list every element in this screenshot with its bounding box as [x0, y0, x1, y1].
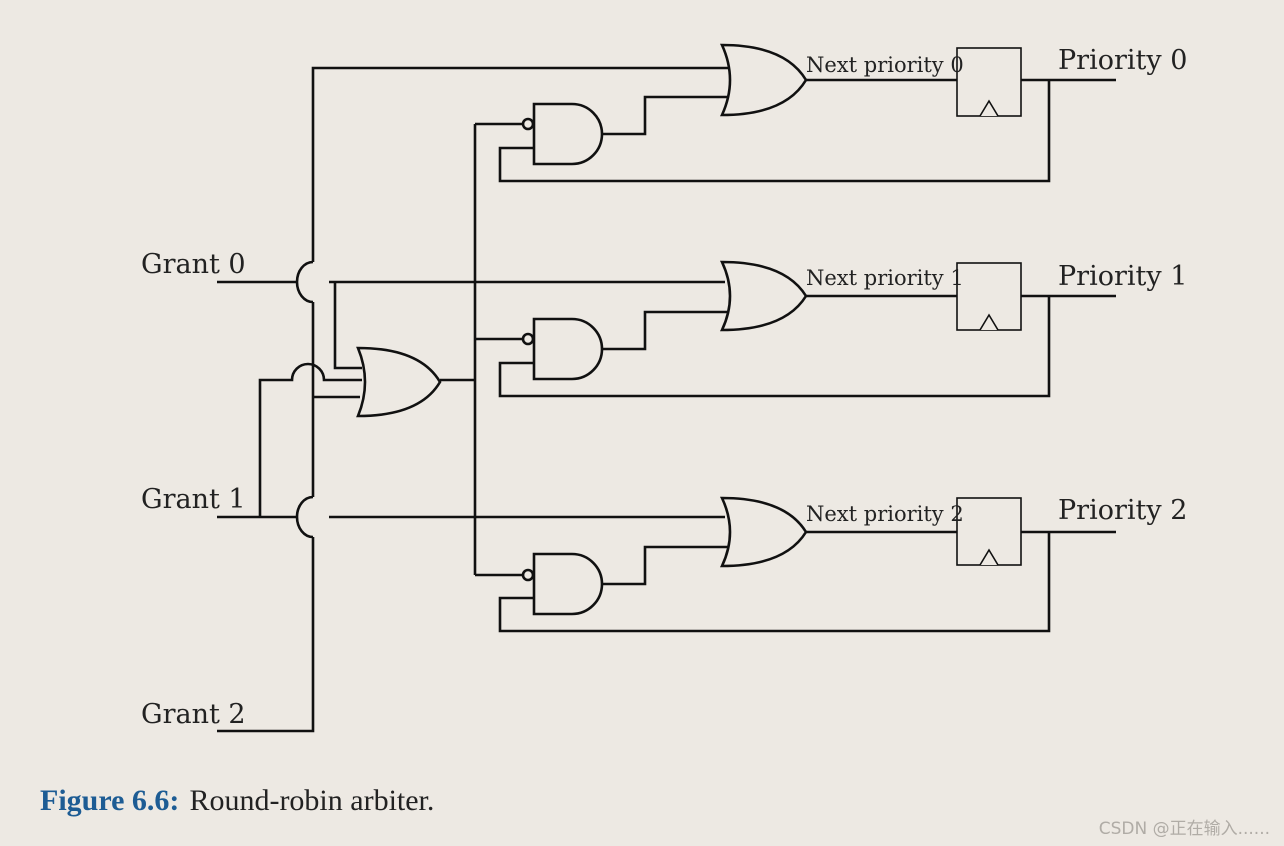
inverted-bus	[440, 122, 523, 577]
or-gate-0	[719, 43, 808, 117]
and-gate-0	[532, 102, 604, 166]
figure-number: Figure 6.6:	[40, 784, 180, 817]
central-or-gate	[356, 346, 442, 418]
grant-1-label: Grant 1	[141, 484, 246, 515]
next-priority-1-label: Next priority 1	[806, 266, 964, 290]
inverter-bubble-2	[521, 568, 535, 582]
grant-2-wire	[217, 66, 728, 733]
grant-2-label: Grant 2	[141, 699, 246, 730]
next-priority-2-label: Next priority 2	[806, 502, 964, 526]
priority-0-label: Priority 0	[1058, 45, 1187, 76]
and-gate-2	[532, 552, 604, 616]
grant-1-wire	[217, 495, 725, 539]
row-2: Next priority 2 Priority 2	[498, 495, 1187, 633]
figure-caption: Figure 6.6: Round-robin arbiter.	[40, 784, 434, 818]
watermark: CSDN @正在输入......	[1098, 819, 1270, 839]
grant-0-wire	[217, 260, 725, 304]
or-gate-input-wires	[258, 282, 362, 517]
or-gate-1	[719, 260, 808, 332]
and-gate-1	[532, 317, 604, 381]
figure-caption-text: Round-robin arbiter.	[189, 784, 435, 817]
priority-2-label: Priority 2	[1058, 495, 1187, 526]
row-1: Next priority 1 Priority 1	[498, 260, 1187, 398]
inverter-bubble-0	[521, 117, 535, 131]
row-0: Next priority 0 Priority 0	[498, 43, 1187, 183]
grant-0-label: Grant 0	[141, 249, 246, 280]
or-gate-2	[719, 496, 808, 568]
inverter-bubble-1	[521, 332, 535, 346]
priority-1-label: Priority 1	[1058, 261, 1187, 292]
next-priority-0-label: Next priority 0	[806, 53, 964, 77]
